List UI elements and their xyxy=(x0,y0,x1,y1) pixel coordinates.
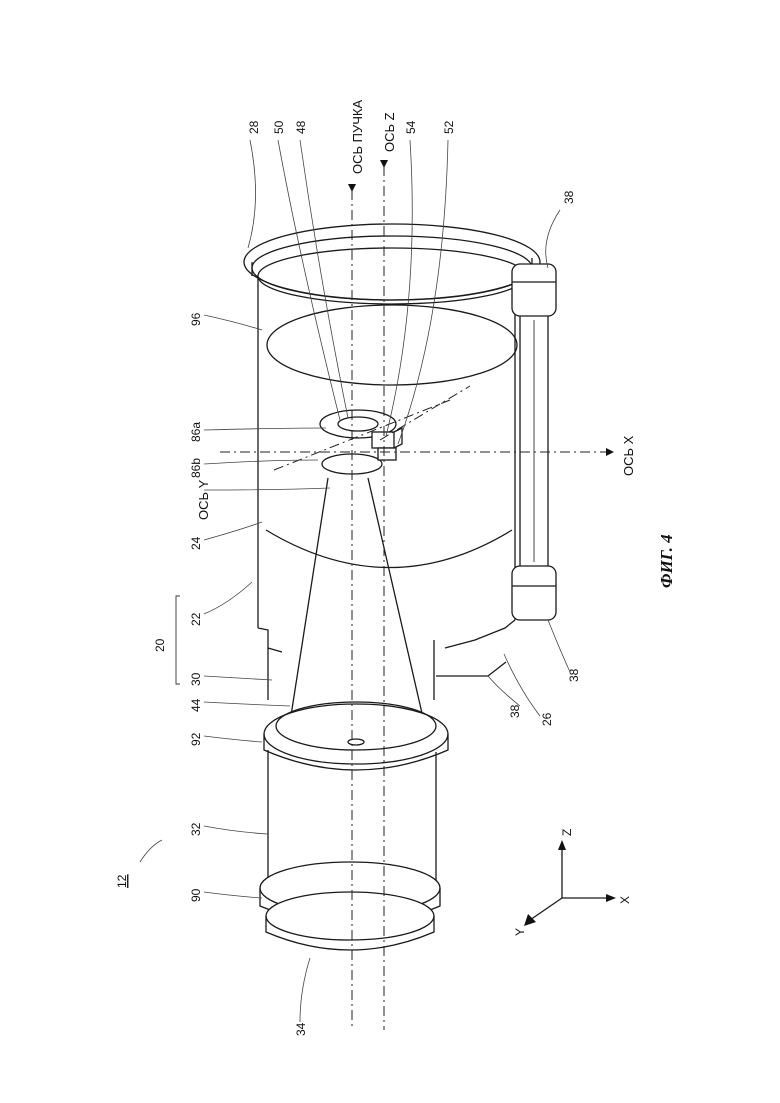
coordinate-triad xyxy=(524,840,616,926)
ref-52: 52 xyxy=(442,120,456,134)
ref-38-bracket: 38 xyxy=(508,704,522,718)
ref-32: 32 xyxy=(189,822,203,836)
ref-86a: 86a xyxy=(189,422,203,442)
bracket-38 xyxy=(436,662,506,676)
ref-96: 96 xyxy=(189,312,203,326)
ref-44: 44 xyxy=(189,698,203,712)
triad-z: Z xyxy=(560,829,574,836)
top-flange xyxy=(244,224,540,304)
ref-38-top: 38 xyxy=(562,190,576,204)
ref-30: 30 xyxy=(189,672,203,686)
ref-20: 20 xyxy=(153,638,167,652)
ref-48: 48 xyxy=(294,120,308,134)
ref-22: 22 xyxy=(189,612,203,626)
upper-window-96 xyxy=(267,305,517,385)
foot-top xyxy=(512,264,556,316)
ref-92: 92 xyxy=(189,732,203,746)
x-axis-label: ОСЬ X xyxy=(621,435,636,476)
ref-86b: 86b xyxy=(189,458,203,478)
holder-block xyxy=(372,432,394,448)
y-axis-label: ОСЬ Y xyxy=(196,479,211,520)
beam-axis-label: ОСЬ ПУЧКА xyxy=(350,100,365,174)
cone-44 xyxy=(290,454,424,722)
ref-90: 90 xyxy=(189,888,203,902)
ref-38-bottom: 38 xyxy=(567,668,581,682)
ref-12: 12 xyxy=(115,874,129,888)
ref-24: 24 xyxy=(189,536,203,550)
ref-50: 50 xyxy=(272,120,286,134)
lower-window-24 xyxy=(266,530,512,568)
z-axis-label: ОСЬ Z xyxy=(382,112,397,152)
ref-54: 54 xyxy=(404,120,418,134)
ref-34: 34 xyxy=(294,1022,308,1036)
flange-92 xyxy=(264,704,448,764)
ref-28: 28 xyxy=(247,120,261,134)
triad-y: Y xyxy=(513,928,527,936)
support-rail xyxy=(436,264,556,676)
figure-title: ФИГ. 4 xyxy=(657,534,676,588)
triad-x: X xyxy=(618,896,632,904)
foot-bottom xyxy=(512,566,556,620)
end-flange xyxy=(260,862,440,950)
ref-26: 26 xyxy=(540,712,554,726)
